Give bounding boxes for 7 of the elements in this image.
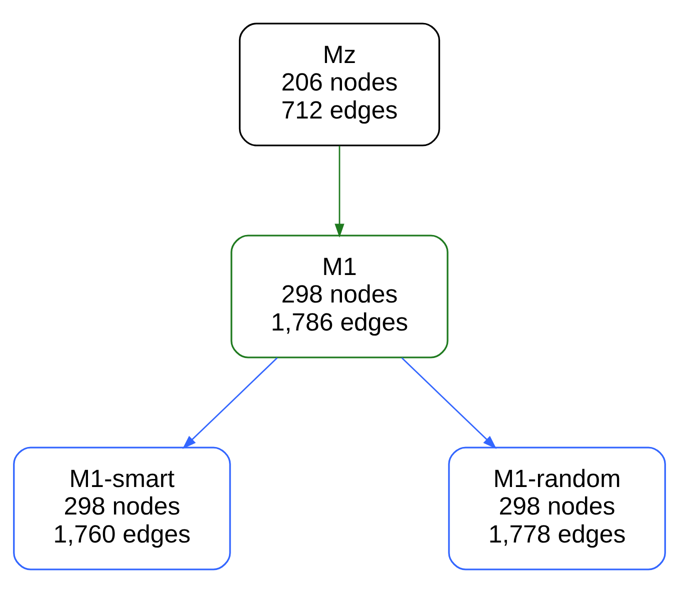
- arrow: [334, 146, 344, 238]
- node-box: M1-random 298 nodes 1,778 edges: [448, 446, 666, 570]
- node-box: M1 298 nodes 1,786 edges: [230, 234, 448, 358]
- node-box: M1-smart 298 nodes 1,760 edges: [13, 446, 231, 570]
- arrow: [401, 357, 497, 449]
- arrow: [182, 357, 278, 449]
- node-box: Mz 206 nodes 712 edges: [238, 22, 440, 146]
